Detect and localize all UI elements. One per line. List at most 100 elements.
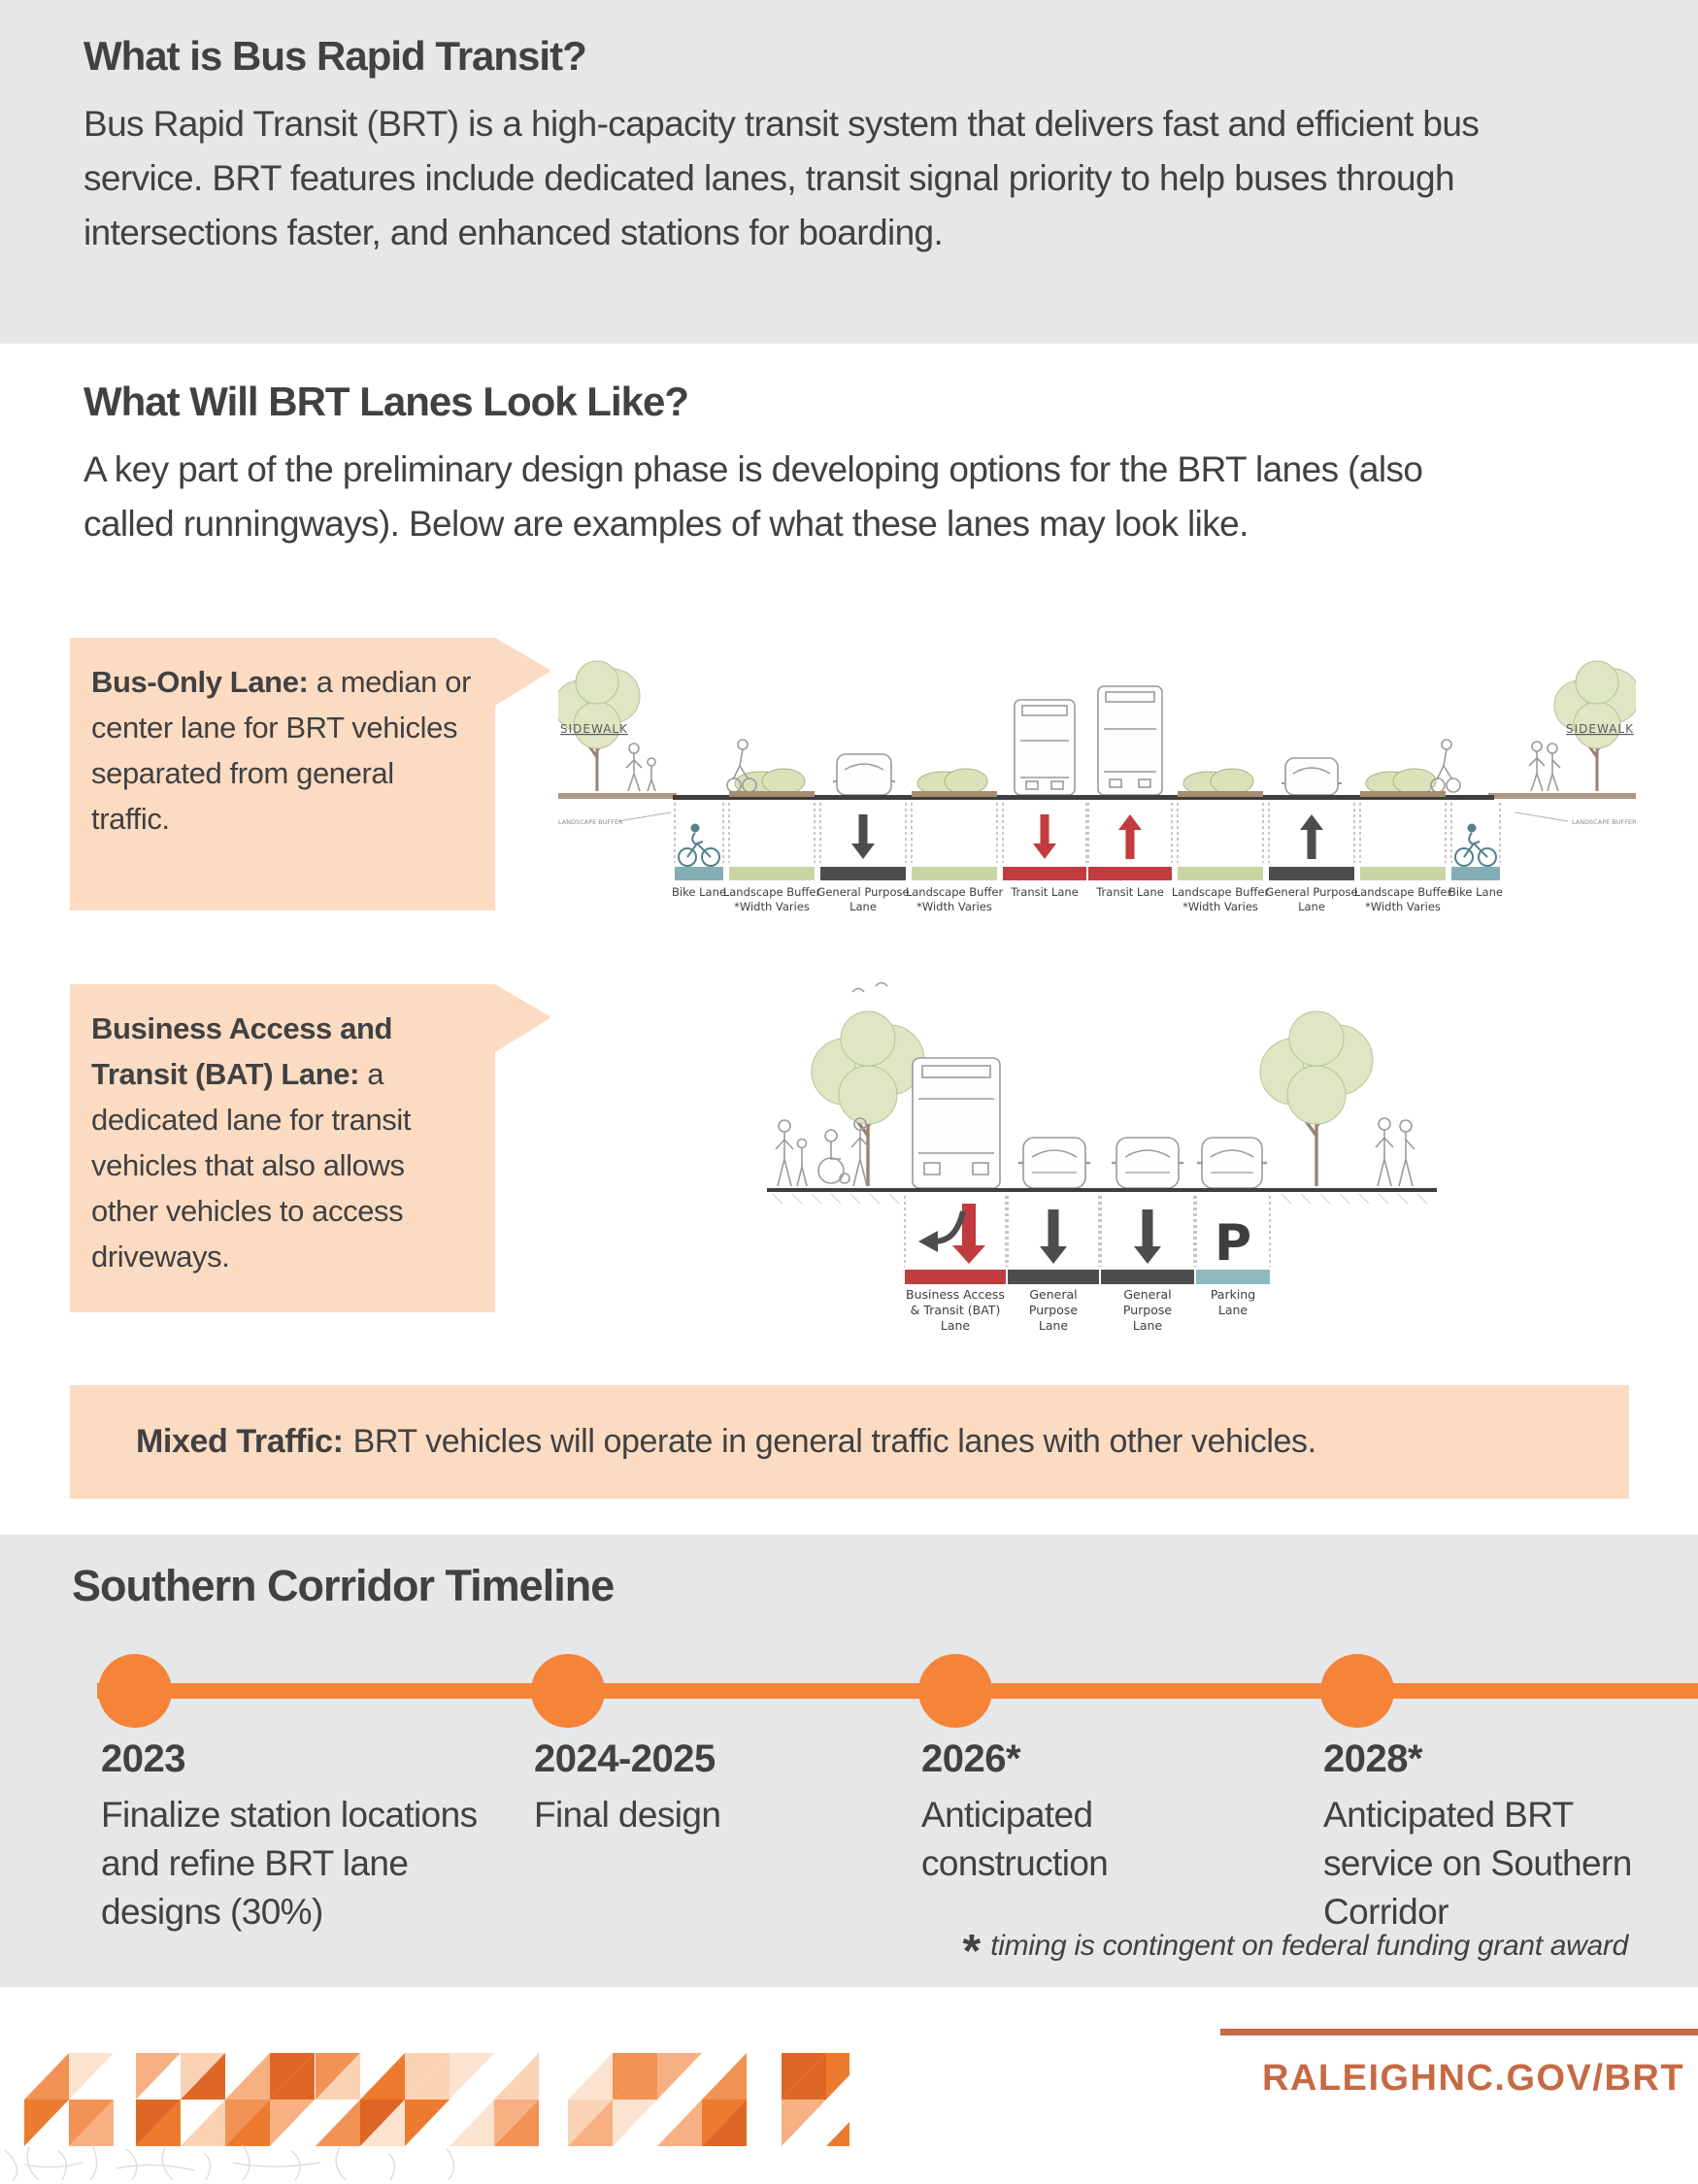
intro-heading: What is Bus Rapid Transit? [83,33,587,79]
timeline-dot [918,1654,992,1728]
pedestrian-figure [850,1117,870,1187]
asterisk-icon: * [962,1926,982,1977]
shrub-icon [734,768,1437,796]
wheelchair-figure [817,1129,850,1184]
lane-band-group: Business Access& Transit (BAT)Lane Genera… [904,1196,1271,1333]
sidewalk-surface [1488,793,1636,799]
timeline-desc: Final design [534,1795,721,1835]
road-surface [767,1188,1437,1192]
timeline-year: 2023 [101,1737,185,1780]
bus-only-callout: Bus-Only Lane: a median or center lane f… [70,638,551,910]
bus-only-callout-lead: Bus-Only Lane: [91,665,309,699]
mixed-traffic-text: BRT vehicles will operate in general tra… [352,1423,1317,1460]
timeline-dot [1320,1654,1394,1728]
car-icon [1018,1137,1090,1189]
timeline-footnote: * timing is contingent on federal fundin… [963,1929,1629,1975]
pedestrian-figure [625,743,656,792]
birds-icon [851,981,888,993]
pedestrian-figure [1375,1117,1415,1187]
svg-text:Landscape Buffer*Width Varies: Landscape Buffer*Width Varies [723,885,821,913]
hatch-pattern [772,1193,1428,1205]
parking-symbol: P [1215,1214,1251,1273]
lane-transit-lane: Transit Lane [1002,803,1087,899]
bicycle-icon [678,823,720,867]
bat-lane-diagram: Business Access& Transit (BAT)Lane Genera… [767,981,1437,1333]
buffer-curb [729,791,815,797]
bicycle-icon [1454,823,1497,867]
lane-bike-lane: Bike Lane [672,803,726,899]
pedestrian-figure [1528,741,1561,792]
svg-text:Landscape Buffer*Width Varies: Landscape Buffer*Width Varies [1172,885,1270,913]
footer-url-link[interactable]: RALEIGHNC.GOV/BRT [1262,2058,1685,2099]
mixed-traffic-lead: Mixed Traffic: [136,1423,344,1460]
intro-section: What is Bus Rapid Transit? Bus Rapid Tra… [0,0,1698,344]
bat-callout: Business Access and Transit (BAT) Lane: … [70,984,551,1312]
timeline-year: 2028* [1323,1737,1423,1780]
map-lines-decoration [4,2145,455,2182]
timeline-desc: Anticipated BRT service on Southern Corr… [1323,1795,1632,1932]
sidewalk-label-left: SIDEWALK [560,722,628,736]
lane-landscape-buffer-width-varies: Landscape Buffer*Width Varies [1354,803,1452,913]
down-arrow-icon [1033,814,1056,859]
sidewalk-label-right: SIDEWALK [1566,722,1634,736]
svg-text:Bike Lane: Bike Lane [1448,885,1503,899]
landscape-buffer-note-right: LANDSCAPE BUFFER [1572,818,1636,826]
lane-landscape-buffer-width-varies: Landscape Buffer*Width Varies [906,803,1004,913]
left-hook-arrow-icon [935,1210,966,1244]
tree-icon [1553,660,1636,791]
down-arrow-icon [952,1204,985,1264]
svg-text:Landscape Buffer*Width Varies: Landscape Buffer*Width Varies [906,885,1004,913]
bus-only-callout-text: a median or center lane for BRT vehicles… [91,665,472,836]
timeline-dot [531,1654,605,1728]
footnote-text: timing is contingent on federal funding … [990,1930,1628,1962]
buffer-curb [1360,791,1446,797]
intro-paragraph: Bus Rapid Transit (BRT) is a high-capaci… [83,104,1480,252]
timeline-year: 2026* [921,1737,1021,1780]
lane-landscape-buffer-width-varies: Landscape Buffer*Width Varies [1172,803,1270,913]
lanes-paragraph: A key part of the preliminary design pha… [83,449,1423,544]
pedestrian-figure [775,1119,808,1187]
timeline-desc: Finalize station locations and refine BR… [101,1795,478,1932]
bat-callout-lead: Business Access and Transit (BAT) Lane: [91,1011,393,1091]
car-icon [833,753,895,796]
lane-bike-lane: Bike Lane [1448,803,1503,899]
timeline-heading: Southern Corridor Timeline [72,1561,615,1610]
bus-icon [1014,699,1076,796]
timeline-desc: Anticipated construction [921,1795,1109,1883]
cyclist-figure [1430,739,1461,793]
timeline-axis [97,1683,1698,1699]
lane-transit-lane: Transit Lane [1087,803,1173,899]
svg-text:Business Access& Transit (BAT): Business Access& Transit (BAT)Lane [906,1287,1005,1333]
bus-icon [1097,685,1163,796]
svg-text:Landscape Buffer*Width Varies: Landscape Buffer*Width Varies [1354,885,1452,913]
sidewalk-surface [558,793,677,799]
buffer-curb [912,791,997,797]
landscape-buffer-note-left: LANDSCAPE BUFFER [558,818,623,826]
timeline-dot [98,1654,172,1728]
mixed-traffic-callout: Mixed Traffic: BRT vehicles will operate… [70,1385,1629,1499]
lane-business-access-transit-bat-lane: Business Access& Transit (BAT)Lane [904,1196,1007,1333]
timeline-event: 2028* Anticipated BRT service on Southern… [1323,1737,1649,1936]
road-surface [673,795,1494,800]
bus-only-lane-diagram: SIDEWALK SIDEWALK [558,660,1636,913]
timeline-event: 2026* Anticipated construction [921,1737,1242,1888]
callout-pointer-icon [495,984,551,1052]
svg-text:Bike Lane: Bike Lane [672,885,726,899]
callout-pointer-icon [495,638,551,706]
footer-divider [1220,2029,1698,2035]
svg-text:Transit Lane: Transit Lane [1095,885,1164,899]
bus-icon [912,1057,1001,1189]
